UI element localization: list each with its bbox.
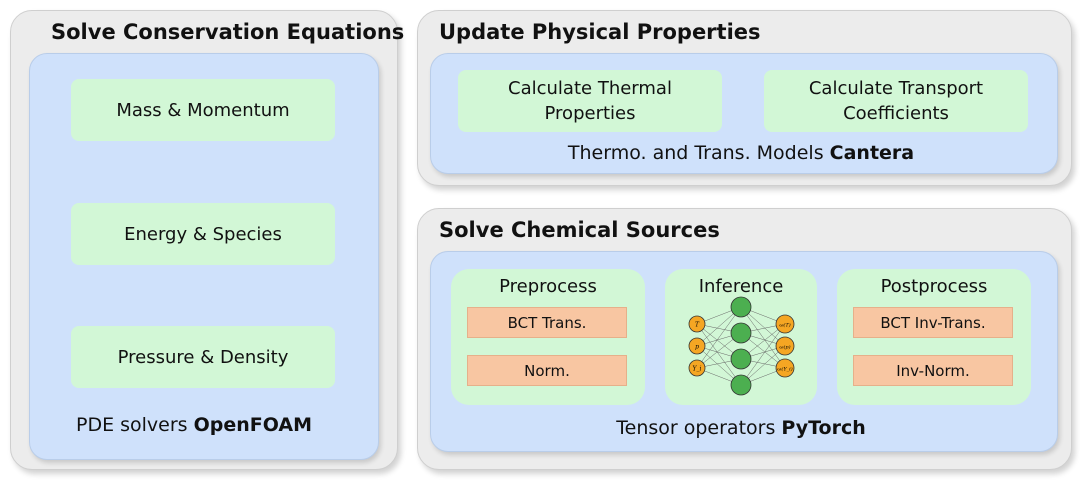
nn-output-label: ω(Y_i) bbox=[777, 366, 792, 373]
nn-hidden-node bbox=[730, 296, 752, 318]
nn-hidden-node bbox=[730, 374, 752, 396]
tool-label: Thermo. and Trans. Models Cantera bbox=[431, 142, 1051, 164]
nn-output-node bbox=[775, 336, 795, 356]
nn-output-label: ω(T) bbox=[779, 322, 790, 329]
nn-input-node bbox=[688, 315, 706, 333]
nn-input-node bbox=[688, 359, 706, 377]
norm-box: Norm. bbox=[467, 355, 627, 386]
tool-name: OpenFOAM bbox=[193, 414, 313, 436]
nn-input-label: T bbox=[695, 322, 700, 329]
cantera-container: Calculate Thermal Properties Calculate T… bbox=[430, 53, 1058, 174]
transport-coefficients-box: Calculate Transport Coefficients bbox=[764, 70, 1028, 132]
nn-input-label: p bbox=[695, 344, 699, 351]
panel-title: Solve Conservation Equations bbox=[51, 20, 405, 44]
energy-species-box: Energy & Species bbox=[71, 203, 335, 265]
tool-name: PyTorch bbox=[781, 417, 866, 439]
preprocess-panel: Preprocess BCT Trans. Norm. bbox=[451, 269, 645, 405]
nn-output-node bbox=[775, 314, 795, 334]
tool-label: PDE solvers OpenFOAM bbox=[76, 414, 312, 436]
conservation-equations-panel: Solve Conservation Equations Mass & Mome… bbox=[10, 10, 404, 470]
nn-connection bbox=[696, 323, 742, 386]
nn-input-label: Y_i bbox=[693, 366, 702, 373]
mass-momentum-box: Mass & Momentum bbox=[71, 79, 335, 141]
chemical-sources-panel: Solve Chemical Sources Preprocess BCT Tr… bbox=[417, 208, 1072, 470]
inference-title: Inference bbox=[698, 276, 784, 297]
bct-inv-trans-box: BCT Inv-Trans. bbox=[853, 307, 1013, 338]
nn-connection bbox=[740, 323, 786, 386]
postprocess-panel: Postprocess BCT Inv-Trans. Inv-Norm. bbox=[837, 269, 1031, 405]
nn-hidden-node bbox=[730, 348, 752, 370]
nn-connection bbox=[740, 306, 786, 369]
openfoam-container: Mass & Momentum Energy & Species Pressur… bbox=[29, 53, 379, 460]
tool-prefix: Thermo. and Trans. Models bbox=[567, 142, 824, 164]
neural-network-diagram: TpY_i ω(T) ω(p) ω(Y_i) bbox=[688, 296, 795, 396]
bct-trans-box: BCT Trans. bbox=[467, 307, 627, 338]
thermal-properties-box: Calculate Thermal Properties bbox=[458, 70, 722, 132]
tool-prefix: Tensor operators bbox=[616, 417, 776, 439]
physical-properties-panel: Update Physical Properties Calculate The… bbox=[417, 10, 1072, 186]
panel-title: Solve Chemical Sources bbox=[439, 218, 720, 242]
postprocess-title: Postprocess bbox=[880, 276, 988, 297]
tool-label: Tensor operators PyTorch bbox=[431, 417, 1051, 439]
nn-connection bbox=[696, 306, 742, 369]
nn-hidden-node bbox=[730, 322, 752, 344]
panel-title: Update Physical Properties bbox=[439, 20, 761, 44]
nn-output-node bbox=[775, 358, 795, 378]
inv-norm-box: Inv-Norm. bbox=[853, 355, 1013, 386]
pressure-density-box: Pressure & Density bbox=[71, 326, 335, 388]
preprocess-title: Preprocess bbox=[499, 276, 597, 297]
tool-prefix: PDE solvers bbox=[76, 414, 188, 436]
nn-input-node bbox=[688, 337, 706, 355]
tool-name: Cantera bbox=[829, 142, 915, 164]
nn-output-label: ω(p) bbox=[779, 344, 790, 351]
